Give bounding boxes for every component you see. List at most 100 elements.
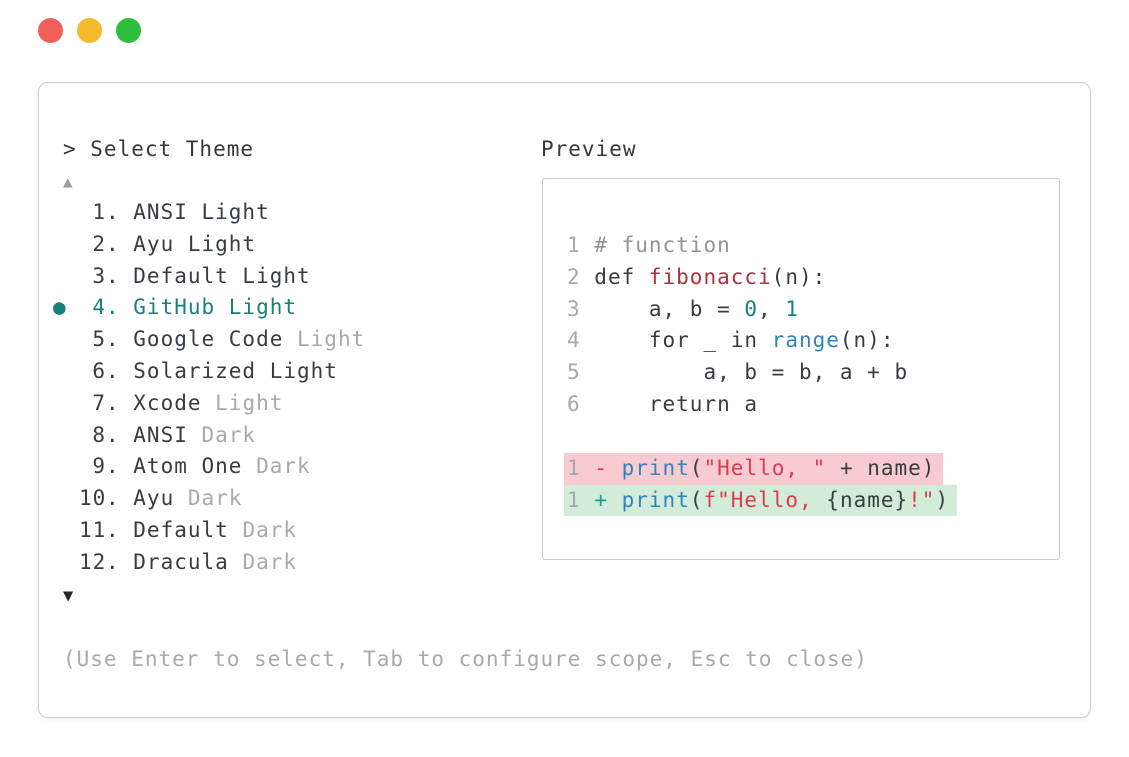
bullet-placeholder [53,356,79,388]
theme-number: 4 [92,295,106,320]
theme-name: . Atom One [106,454,243,479]
code-segment-str: - [594,455,608,480]
bullet-placeholder [53,197,79,229]
theme-number: 9 [92,454,106,479]
code-segment-lit: 1 [785,296,799,321]
code-segment-plus: + [594,487,608,512]
theme-list-item[interactable]: 1. ANSI Light [39,197,539,229]
bullet-placeholder [53,420,79,452]
code-segment-num: 1 [567,233,595,257]
theme-list-item[interactable]: 8. ANSI Dark [39,420,539,452]
code-segment-plain: , [758,296,786,321]
code-segment-plain: a, b = [594,296,745,321]
theme-number: 12 [79,549,107,574]
theme-number: 3 [92,263,106,288]
code-line: 6 return a [567,389,1059,421]
code-segment-plain: a, b = b, a + b [594,360,909,385]
bullet-placeholder [53,515,79,547]
code-line: 2 def fibonacci(n): [567,262,1059,294]
code-line: 3 a, b = 0, 1 [567,294,1059,326]
minimize-button[interactable] [77,18,102,43]
bullet-placeholder [53,261,79,293]
theme-list-item[interactable]: 11. Default Dark [39,515,539,547]
code-segment-str: "Hello, " [703,455,827,480]
theme-name: . Ayu Light [106,231,257,256]
code-line: 1 # function [567,230,1059,262]
diff-highlight-removed: 1 - print("Hello, " + name) [564,452,944,485]
theme-selector-window: > Select Theme ▲ 1. ANSI Light 2. Ayu Li… [38,82,1091,718]
theme-number: 2 [92,231,106,256]
code-segment-plain: ) [935,487,950,512]
theme-name: . ANSI [106,422,188,447]
close-button[interactable] [38,18,63,43]
bullet-placeholder [53,547,79,579]
code-segment-num: 3 [567,296,595,321]
code-segment-plain: return a [594,391,759,416]
code-segment-plain [608,488,622,512]
code-segment-num: 6 [567,391,595,416]
theme-list-item[interactable]: 5. Google Code Light [39,324,539,356]
window-controls [38,18,141,43]
theme-list-item[interactable]: 2. Ayu Light [39,229,539,261]
theme-number: 6 [92,358,106,383]
theme-name: . Xcode [106,390,202,415]
zoom-button[interactable] [116,18,141,43]
theme-name: . Dracula [106,549,229,574]
theme-list-item[interactable]: 6. Solarized Light [39,356,539,388]
code-segment-plain [608,456,622,480]
theme-name: . GitHub Light [106,295,298,320]
theme-list-item[interactable]: 7. Xcode Light [39,388,539,420]
code-segment-num: 5 [567,360,595,385]
theme-variant: Dark [228,517,298,542]
bullet-placeholder [53,451,79,483]
keyboard-hint: (Use Enter to select, Tab to configure s… [63,647,868,671]
code-line: 5 a, b = b, a + b [567,357,1059,389]
theme-variant: Dark [228,549,298,574]
select-theme-prompt: > Select Theme [63,137,255,161]
theme-list-item[interactable]: 10. Ayu Dark [39,483,539,515]
theme-list: 1. ANSI Light 2. Ayu Light 3. Default Li… [39,197,539,579]
theme-name: . Solarized Light [106,358,338,383]
bullet-placeholder [53,324,79,356]
code-segment-lit: 0 [744,296,759,321]
code-segment-plain: {name} [826,487,909,512]
diff-highlight-added: 1 + print(f"Hello, {name}!") [564,484,958,517]
theme-variant: Dark [187,422,257,447]
code-segment-plain [581,456,595,480]
scroll-down-indicator-icon[interactable]: ▼ [63,586,75,606]
bullet-placeholder [53,388,79,420]
theme-name: . Ayu [106,486,175,511]
theme-list-item[interactable]: 3. Default Light [39,261,539,293]
theme-name: . Default [106,517,229,542]
selected-bullet-icon: ● [53,295,67,320]
theme-list-item[interactable]: 9. Atom One Dark [39,451,539,483]
theme-name: . Google Code [106,327,284,352]
code-segment-plain: + name) [826,455,936,480]
theme-variant: Dark [242,454,311,479]
theme-variant: Light [283,327,366,352]
code-segment-plain: (n): [839,328,895,353]
code-segment-plain: ( [689,487,704,512]
code-segment-plain [581,488,595,512]
code-segment-com: # function [594,233,731,257]
theme-number: 10 [79,486,107,511]
code-segment-num: 4 [567,328,595,353]
theme-list-item[interactable]: ● 4. GitHub Light [39,292,539,324]
bullet-placeholder [53,483,79,515]
code-segment-plain: for _ in [594,328,772,353]
diff-line-removed: 1 - print("Hello, " + name) [564,452,1059,485]
theme-list-item[interactable]: 12. Dracula Dark [39,547,539,579]
scroll-up-indicator-icon[interactable]: ▲ [63,172,74,191]
code-segment-plain: (n): [771,264,827,289]
theme-name: . Default Light [106,263,311,288]
theme-number: 1 [92,200,106,224]
theme-number: 7 [92,390,106,415]
theme-number: 8 [92,422,106,447]
bullet-placeholder [53,229,79,261]
code-segment-num: 1 [567,455,581,480]
code-segment-num: 2 [567,264,595,289]
theme-name: . ANSI Light [106,200,270,224]
code-segment-str: f"Hello, [703,487,827,512]
code-segment-call: print [621,487,690,512]
